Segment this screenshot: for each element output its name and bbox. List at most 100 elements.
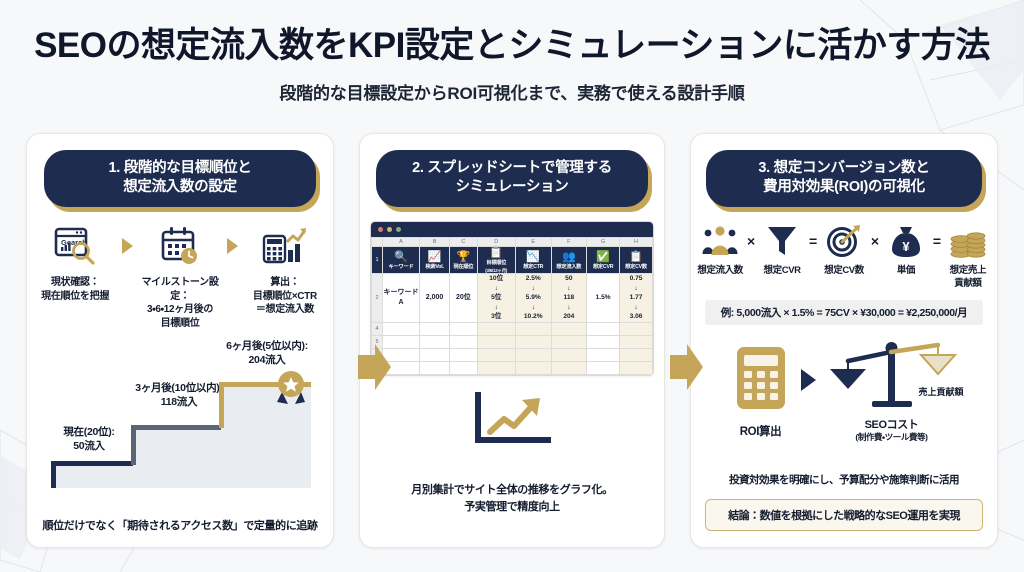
col-letter-f[interactable]: F [550,237,588,248]
empty-cell[interactable] [514,321,552,336]
people-gold-icon [697,221,743,261]
caption-line1: 現状確認： [50,277,100,289]
empty-cell[interactable] [550,334,588,349]
cv-1: 0.75 [629,275,643,283]
empty-cell[interactable] [619,347,653,362]
empty-cell[interactable] [550,360,588,375]
empty-cell[interactable] [418,334,451,349]
empty-cell[interactable] [586,334,621,349]
stair-6-line1: 6ヶ月後(5位以内): [226,340,308,353]
empty-cell[interactable] [619,334,653,349]
table-row-empty[interactable]: 4 [371,321,653,336]
empty-cell[interactable] [586,321,621,336]
window-maximize-dot[interactable] [396,227,401,233]
cell-sessions[interactable]: 50 ↓ 118 ↓ 204 [550,273,588,323]
roi-label: ROI算出 [739,425,782,438]
panel-3-heading-line2: 費用対効果(ROI)の可視化 [763,179,925,196]
empty-cell[interactable] [476,321,516,336]
formula-label-sessions: 想定流入数 [697,265,743,277]
table-row-empty[interactable]: 7 [371,360,653,375]
down-arrow-icon: ↓ [567,284,571,292]
header-ctr: 📉 想定CTR [514,246,552,275]
cell-cvs[interactable]: 0.75 ↓ 1.77 ↓ 3.06 [619,273,653,323]
empty-cell[interactable] [476,334,516,349]
empty-cell[interactable] [449,347,478,362]
empty-cell[interactable] [418,321,451,336]
empty-cell[interactable] [449,360,478,375]
panel-1-footer: 順位だけでなく「期待されるアクセス数」で定量的に追跡 [42,520,318,532]
empty-cell[interactable] [514,360,552,375]
empty-cell[interactable] [382,321,420,336]
panel-1-heading-line1: 1. 段階的な目標順位と [108,160,252,176]
empty-cell[interactable] [586,360,621,375]
formula-label-cv: 想定CV数 [824,265,864,277]
empty-cell[interactable] [418,347,451,362]
formula-label-price: 単価 [896,265,916,277]
caption-line1: マイルストーン設定： [141,277,219,302]
header-cv-label: 想定CV数 [625,263,647,270]
empty-cell[interactable] [619,321,653,336]
empty-cell[interactable] [514,334,552,349]
row-number-4[interactable]: 4 [371,321,383,336]
empty-cell[interactable] [550,321,588,336]
down-arrow-icon: ↓ [494,303,498,311]
step-caption-current: 現状確認： 現在順位を把握 [35,276,115,303]
sessions-1: 50 [565,275,573,283]
empty-cell[interactable] [586,347,621,362]
empty-cell[interactable] [514,347,552,362]
panel-2-heading-line1: 2. スプレッドシートで管理する [412,160,612,176]
cell-target-ranks[interactable]: 10位 ↓ 5位 ↓ 3位 [476,273,516,323]
panel-1-heading: 1. 段階的な目標順位と 想定流入数の設定 [44,150,316,208]
empty-cell[interactable] [619,360,653,375]
down-arrow-icon: ↓ [634,303,638,311]
cell-volume[interactable]: 2,000 [418,273,451,323]
table-row-empty[interactable]: 6 [371,347,653,362]
col-letter-c[interactable]: C [449,237,478,248]
spreadsheet[interactable]: A B C D E F G H 1 🔍 キーワード [370,221,654,376]
empty-cell[interactable] [449,321,478,336]
table-row-empty[interactable]: 5 [371,334,653,349]
connector-arrow-2 [670,344,703,390]
empty-cell[interactable] [418,360,451,375]
row-number-1[interactable]: 1 [371,246,383,275]
col-letter-b[interactable]: B [418,237,451,248]
connector-arrow-1 [358,344,391,390]
col-letter-a[interactable]: A [382,237,420,248]
table-row[interactable]: 2 キーワード A 2,000 20位 10位 ↓ 5位 ↓ 3位 [371,273,653,323]
col-letter-h[interactable]: H [619,237,653,248]
col-letter-e[interactable]: E [514,237,552,248]
empty-cell[interactable] [449,334,478,349]
window-close-dot[interactable] [378,227,383,233]
formula-item-revenue: 想定売上 貢献額 [945,221,991,290]
cell-ctrs[interactable]: 2.5% ↓ 5.9% ↓ 10.2% [514,273,552,323]
header-volume: 📈 検索Vol. [418,246,451,275]
cell-keyword[interactable]: キーワード A [382,273,420,323]
cell-cvr[interactable]: 1.5% [586,273,621,323]
col-letter-g[interactable]: G [586,237,621,248]
header-cvr-label: 想定CVR [592,263,614,270]
target-rank-3: 3位 [491,313,502,321]
window-minimize-dot[interactable] [387,227,392,233]
magnifier-icon: 🔍 [394,250,408,263]
panel-2-footer: 月別集計でサイト全体の推移をグラフ化。 予実管理で精度向上 [360,482,664,515]
ctr-3: 10.2% [523,313,543,321]
spreadsheet-grid[interactable]: A B C D E F G H 1 🔍 キーワード [371,237,653,375]
step-item-current: Gearch 現状確認： 現在順位を把握 [35,223,115,303]
down-arrow-icon: ↓ [531,284,535,292]
operator-multiply-2: × [870,233,880,250]
stair-label-month3: 3ヶ月後(10位以内): 118流入 [117,382,241,409]
empty-cell[interactable] [476,347,516,362]
empty-cell[interactable] [476,360,516,375]
cell-current-rank[interactable]: 20位 [449,273,478,323]
empty-cell[interactable] [550,347,588,362]
panel-1-heading-line2: 想定流入数の設定 [123,179,237,196]
operator-multiply-1: × [747,233,756,250]
scale-left-line2: (制作費・ツール費等) [855,432,928,443]
col-letter-d[interactable]: D [476,237,516,248]
down-arrow-icon: ↓ [531,303,535,311]
header-cv: 📋 想定CV数 [619,246,653,275]
formula-item-price: ¥ 単価 [883,221,929,277]
panel-3-heading-line1: 3. 想定コンバージョン数と [758,160,930,176]
row-number-2[interactable]: 2 [371,273,383,323]
down-arrow-icon: ↓ [567,303,571,311]
